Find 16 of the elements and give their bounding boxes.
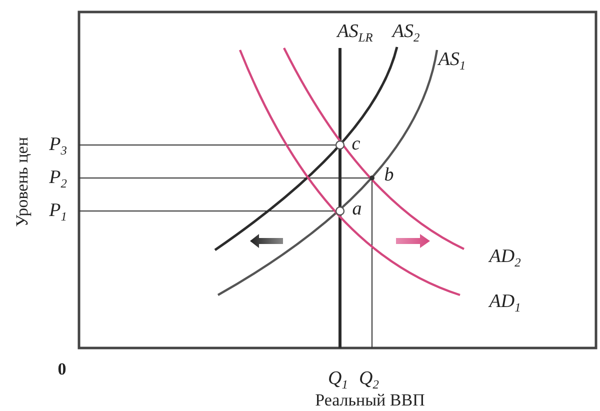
- curve-label: AS$_{2}$: [392, 22, 420, 44]
- point-label: b: [384, 166, 394, 184]
- tick-label: P$_{3}$: [49, 135, 67, 157]
- tick-label: 0: [58, 360, 66, 378]
- axis-title: Реальный ВВП: [315, 392, 425, 408]
- curve-label: AD$_{1}$: [489, 292, 521, 314]
- tick-label: Q$_{2}$: [359, 369, 379, 391]
- axis-title: Уровень цен: [14, 137, 30, 227]
- point-label: c: [352, 134, 360, 154]
- curve-label: AD$_{2}$: [489, 247, 521, 269]
- point-label: a: [352, 200, 362, 218]
- tick-label: P$_{2}$: [49, 168, 67, 190]
- tick-label: Q$_{1}$: [328, 369, 348, 391]
- curve-label: AS$_{1}$: [438, 50, 466, 72]
- curve-label: AS$_{LR}$: [337, 22, 373, 44]
- tick-label: P$_{1}$: [49, 201, 67, 223]
